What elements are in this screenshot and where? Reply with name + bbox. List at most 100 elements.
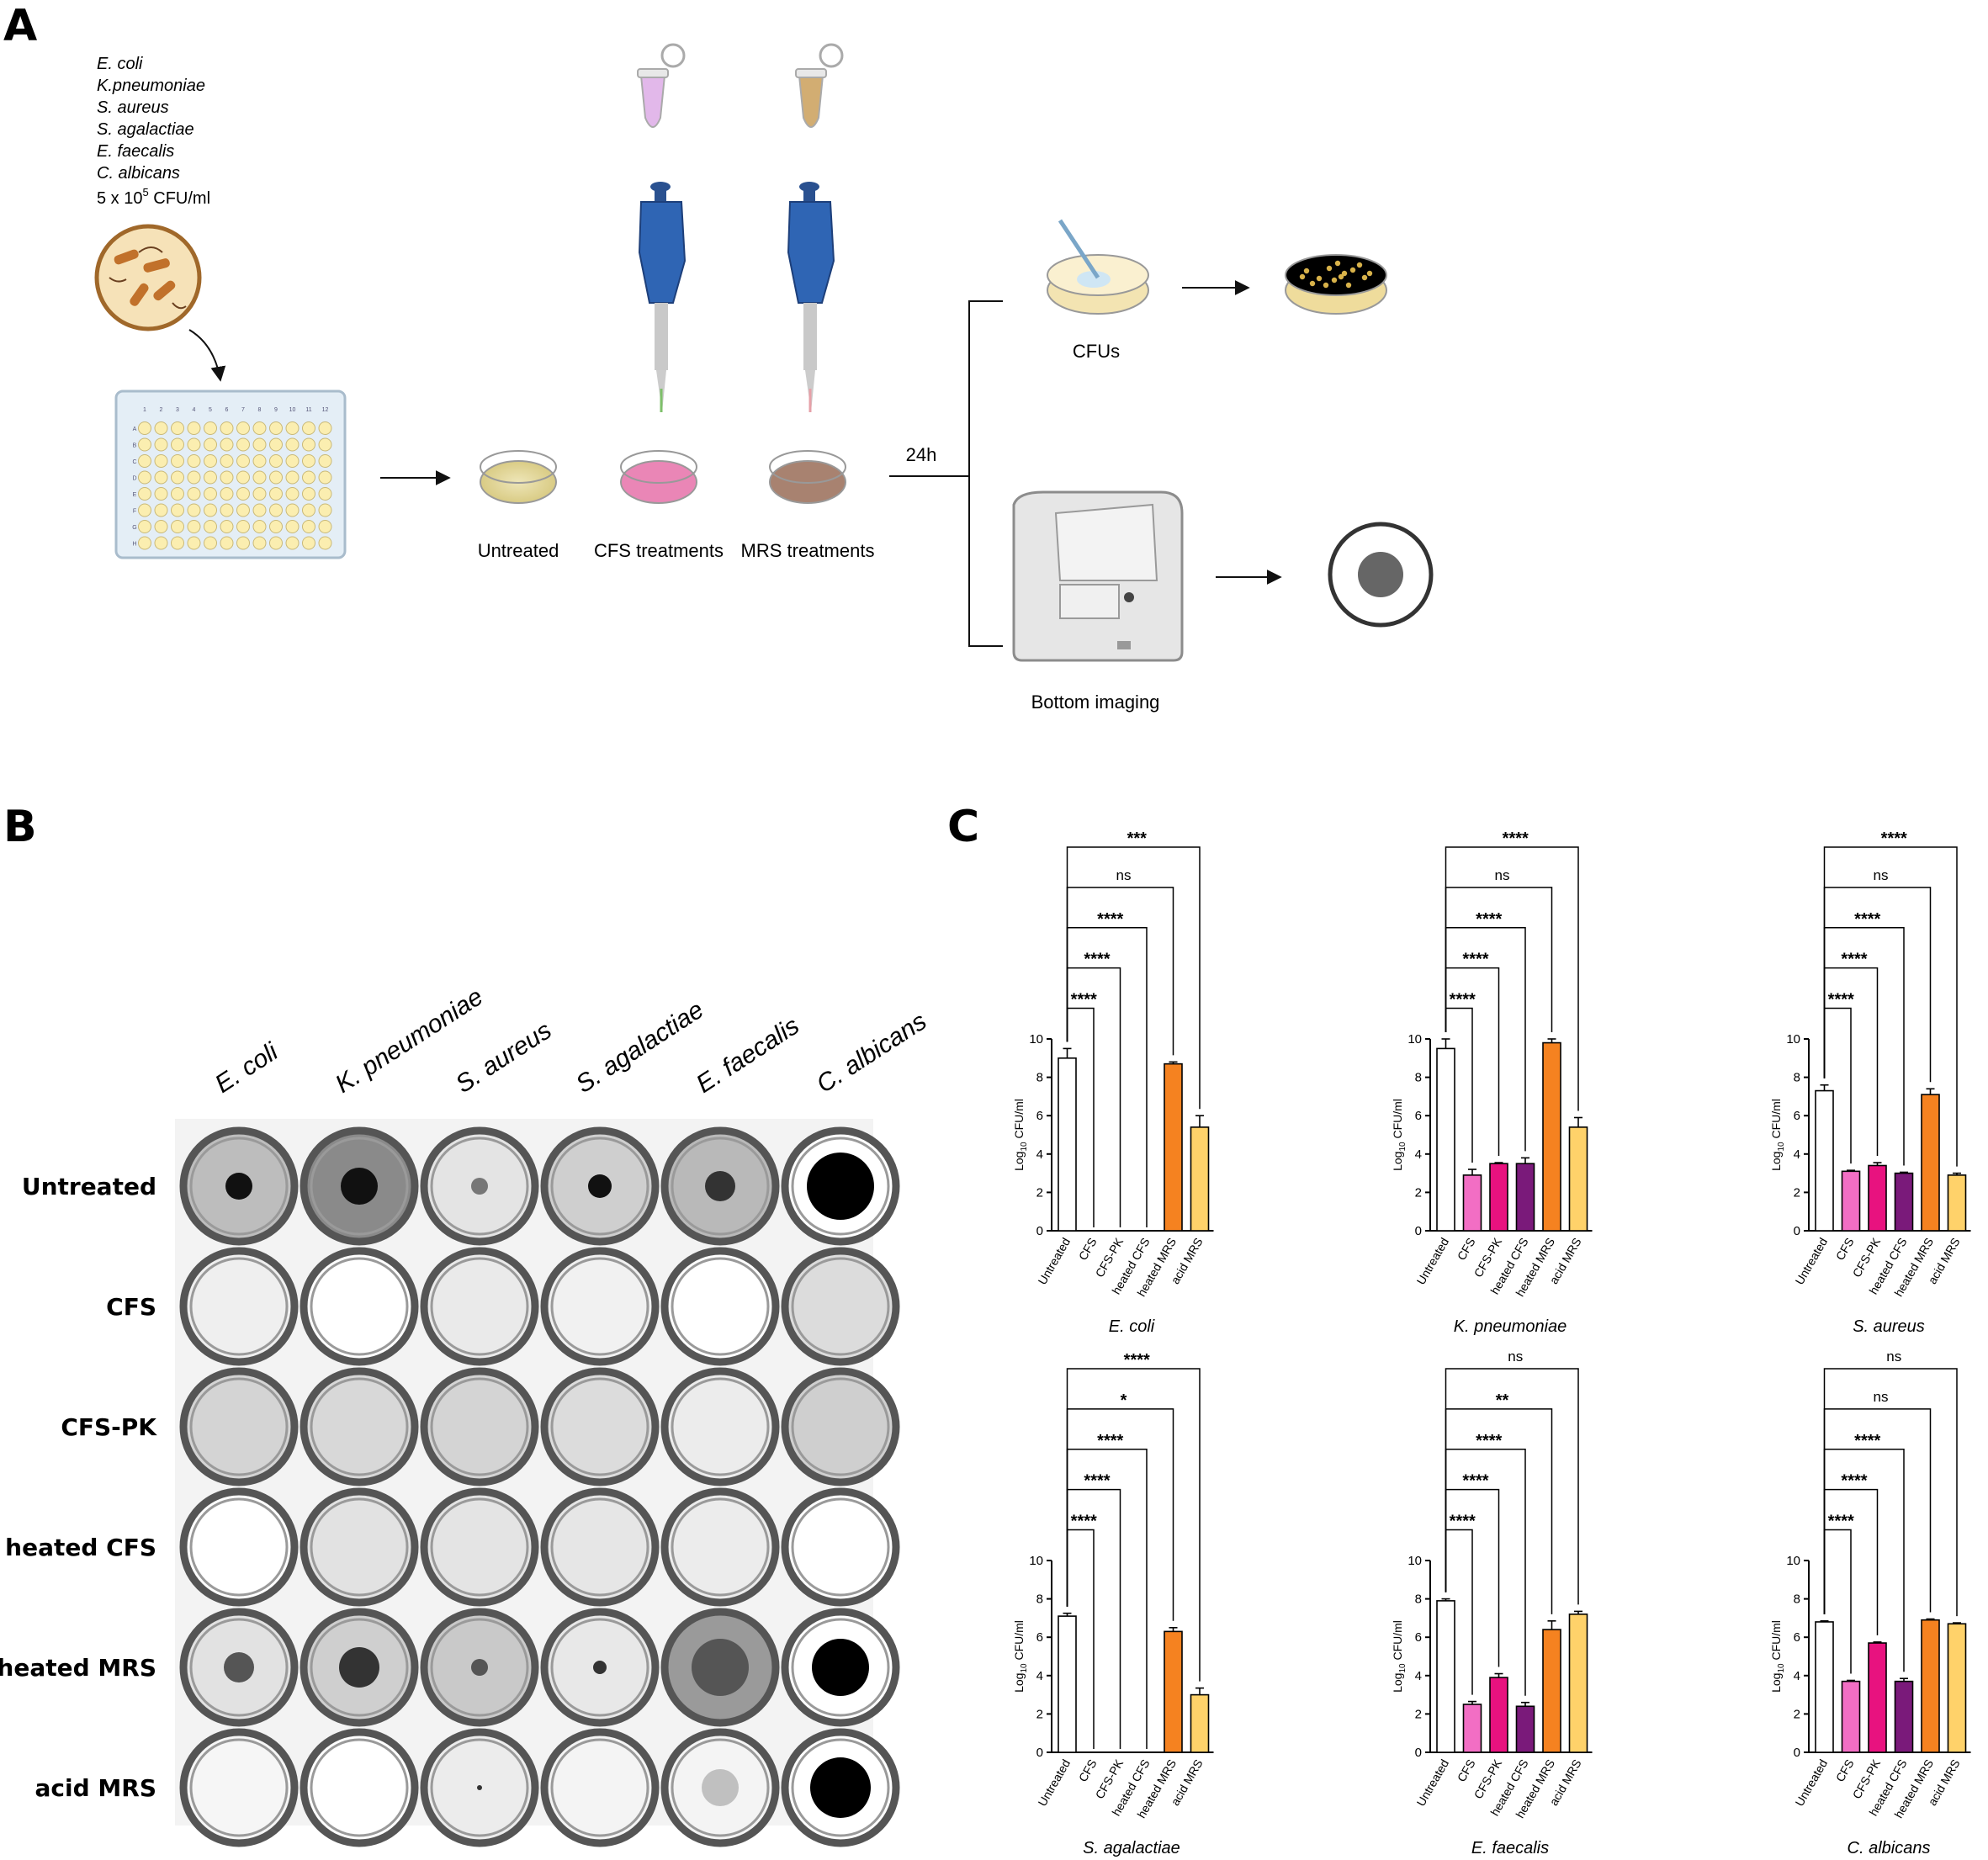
y-tick-label: 10 <box>1029 1554 1043 1568</box>
dish-label: MRS treatments <box>741 540 875 561</box>
plate-well <box>171 503 184 517</box>
plate-well <box>187 470 201 485</box>
y-tick-label: 0 <box>1036 1746 1043 1760</box>
colony-dot <box>1323 282 1329 289</box>
well-image <box>300 1728 419 1847</box>
plate-well <box>154 487 168 501</box>
well-rim <box>430 1137 529 1236</box>
significance-label: **** <box>1828 991 1854 1009</box>
plate-well <box>171 437 184 452</box>
plate-row-label: G <box>132 525 136 531</box>
well-rim <box>671 1738 770 1837</box>
plate-well <box>204 503 217 517</box>
significance-label: ns <box>1874 1389 1889 1405</box>
panel-label-a: A <box>3 1 37 51</box>
y-tick-label: 10 <box>1786 1554 1800 1568</box>
plate-column-label: 4 <box>193 407 196 413</box>
plate-well <box>187 536 201 550</box>
growth-spot <box>705 1171 735 1201</box>
y-tick-label: 10 <box>1029 1032 1043 1047</box>
y-axis-label: Log10 CFU/ml <box>1391 1099 1408 1171</box>
plate-well <box>204 437 217 452</box>
bar <box>1868 1642 1887 1753</box>
cfs-tube-icon <box>637 43 686 128</box>
chart-title: K. pneumoniae <box>1454 1317 1567 1336</box>
significance-bracket <box>1066 927 1148 1227</box>
well-image <box>781 1367 900 1486</box>
plate-column-label: 7 <box>241 407 245 413</box>
significance-bracket <box>1823 1368 1958 1617</box>
plate-well <box>154 503 168 517</box>
branch-bracket <box>968 300 1003 647</box>
category-label: CFS <box>1076 1757 1100 1784</box>
well-rim <box>671 1618 770 1717</box>
y-axis-label: Log10 CFU/ml <box>1012 1620 1029 1693</box>
panel-label-c: C <box>947 802 979 852</box>
growth-spot <box>810 1757 871 1818</box>
category-label: Untreated <box>1413 1236 1451 1287</box>
plate-well <box>236 536 250 550</box>
bar <box>1841 1170 1861 1232</box>
bar <box>1436 1047 1455 1232</box>
y-tick-label: 4 <box>1036 1147 1043 1162</box>
well-rim <box>310 1738 409 1837</box>
mrs-tube-icon <box>795 43 844 128</box>
well-image <box>300 1367 419 1486</box>
y-tick-label: 8 <box>1036 1071 1043 1085</box>
plate-well <box>302 520 315 533</box>
plate-well <box>236 520 250 533</box>
row-label: heated CFS <box>5 1534 156 1561</box>
plate-well <box>171 421 184 435</box>
well-image <box>781 1247 900 1366</box>
y-tick-label: 4 <box>1036 1669 1043 1683</box>
y-tick-label: 2 <box>1794 1707 1800 1721</box>
y-tick-label: 4 <box>1794 1147 1800 1162</box>
bar <box>1568 1614 1588 1753</box>
plate-well <box>138 503 151 517</box>
pipette-icon <box>638 182 687 412</box>
well-rim <box>430 1257 529 1356</box>
well-image <box>540 1367 660 1486</box>
plate-well <box>171 520 184 533</box>
bar <box>1515 1163 1535 1232</box>
well-rim <box>791 1137 890 1236</box>
plate-well <box>154 536 168 550</box>
well-image <box>179 1728 299 1847</box>
well-rim <box>791 1738 890 1837</box>
plate-well <box>154 437 168 452</box>
bar <box>1568 1126 1588 1232</box>
plate-well <box>138 487 151 501</box>
plate-well <box>154 421 168 435</box>
plate-well <box>269 520 283 533</box>
significance-label: **** <box>1462 1472 1488 1491</box>
significance-label: **** <box>1476 910 1502 929</box>
well-rim <box>791 1497 890 1597</box>
significance-label: **** <box>1071 991 1097 1009</box>
untreated-dish-icon <box>480 450 557 504</box>
panel-label-b: B <box>3 802 37 852</box>
significance-bracket <box>1066 1449 1148 1749</box>
bar <box>1542 1041 1561 1232</box>
well-image <box>660 1247 780 1366</box>
plate-well <box>138 470 151 485</box>
plate-well <box>220 437 234 452</box>
growth-spot <box>702 1769 739 1806</box>
imaging-label: Bottom imaging <box>1031 692 1160 713</box>
growth-spot <box>225 1173 252 1200</box>
plate-well <box>302 470 315 485</box>
plate-well <box>318 437 332 452</box>
colony-dot <box>1361 274 1368 281</box>
plate-well <box>269 454 283 468</box>
chart-title: S. agalactiae <box>1083 1839 1180 1857</box>
significance-label: **** <box>1828 1513 1854 1531</box>
growth-spot <box>471 1659 488 1676</box>
significance-label: **** <box>1841 1472 1867 1491</box>
plate-well <box>138 454 151 468</box>
plate-well <box>269 536 283 550</box>
y-tick-label: 0 <box>1415 1224 1422 1238</box>
organism-label: E. faecalis <box>97 142 174 161</box>
well-rim <box>310 1497 409 1597</box>
y-tick-label: 6 <box>1794 1630 1800 1645</box>
